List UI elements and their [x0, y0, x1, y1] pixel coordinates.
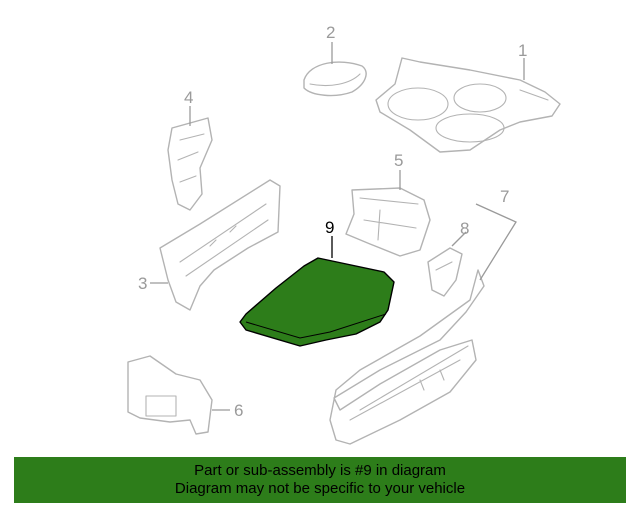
part-9-trunk-floor-mat[interactable]: [239, 257, 395, 347]
callout-7[interactable]: 7: [500, 187, 509, 206]
exploded-parts-diagram: 1 2 4 3 5: [127, 23, 561, 445]
callout-8[interactable]: 8: [460, 219, 469, 238]
callout-6[interactable]: 6: [234, 401, 243, 420]
banner-line-1: Part or sub-assembly is #9 in diagram: [194, 462, 446, 479]
banner-line-2: Diagram may not be specific to your vehi…: [174, 480, 466, 497]
callout-2[interactable]: 2: [326, 23, 335, 42]
part-7-rear-panel-trim[interactable]: [329, 269, 485, 445]
part-1-package-tray[interactable]: [375, 57, 561, 153]
leader-7: [475, 203, 517, 281]
leader-8: [451, 231, 467, 247]
part-8-clip[interactable]: [427, 247, 463, 297]
part-5-storage-bin[interactable]: [345, 187, 431, 257]
callout-5[interactable]: 5: [394, 151, 403, 170]
part-6-lower-corner-trim[interactable]: [127, 355, 213, 435]
callout-3[interactable]: 3: [138, 274, 147, 293]
callout-9[interactable]: 9: [325, 218, 334, 237]
part-4-trim-bracket[interactable]: [167, 117, 213, 211]
info-banner: Part or sub-assembly is #9 in diagram Di…: [14, 457, 626, 503]
part-3-side-trim-panel[interactable]: [159, 179, 281, 311]
callout-1[interactable]: 1: [518, 41, 527, 60]
callout-4[interactable]: 4: [184, 88, 193, 107]
part-2-cap[interactable]: [303, 61, 367, 97]
